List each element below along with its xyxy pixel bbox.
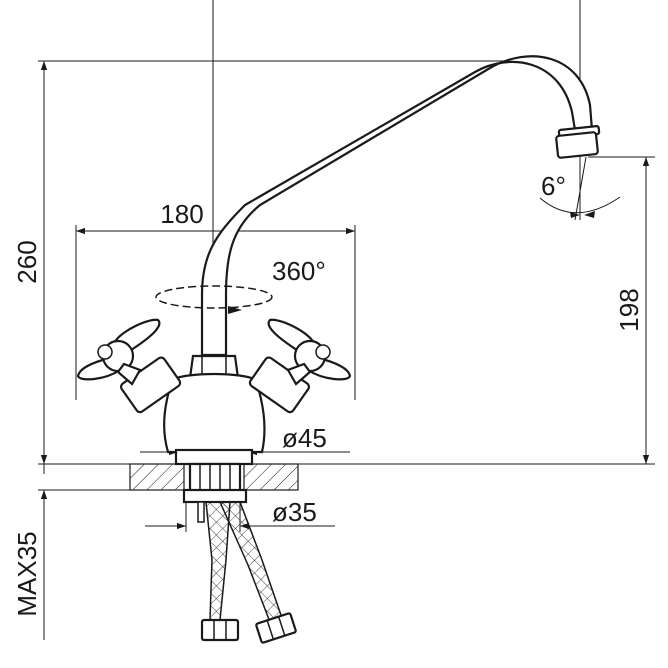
countertop-section — [129, 463, 299, 491]
swivel-indicator — [155, 285, 273, 314]
dimension-max-deck: MAX35 — [12, 531, 42, 616]
left-valve-housing — [119, 356, 182, 414]
dimension-spout-height: 198 — [614, 288, 644, 331]
under-deck-assembly — [182, 462, 297, 644]
left-cross-handle — [76, 318, 161, 386]
dimension-shank-diameter: ø35 — [272, 497, 317, 527]
dimension-spout-reach: 180 — [160, 199, 203, 229]
dimension-swivel: 360° — [272, 256, 326, 286]
spout — [200, 55, 601, 357]
dimension-spout-angle: 6° — [541, 171, 566, 201]
dimension-base-diameter: ø45 — [282, 423, 327, 453]
right-cross-handle — [267, 318, 352, 386]
dimension-lines — [38, 0, 655, 640]
dimension-height-total: 260 — [12, 240, 42, 283]
faucet-body — [119, 354, 311, 466]
